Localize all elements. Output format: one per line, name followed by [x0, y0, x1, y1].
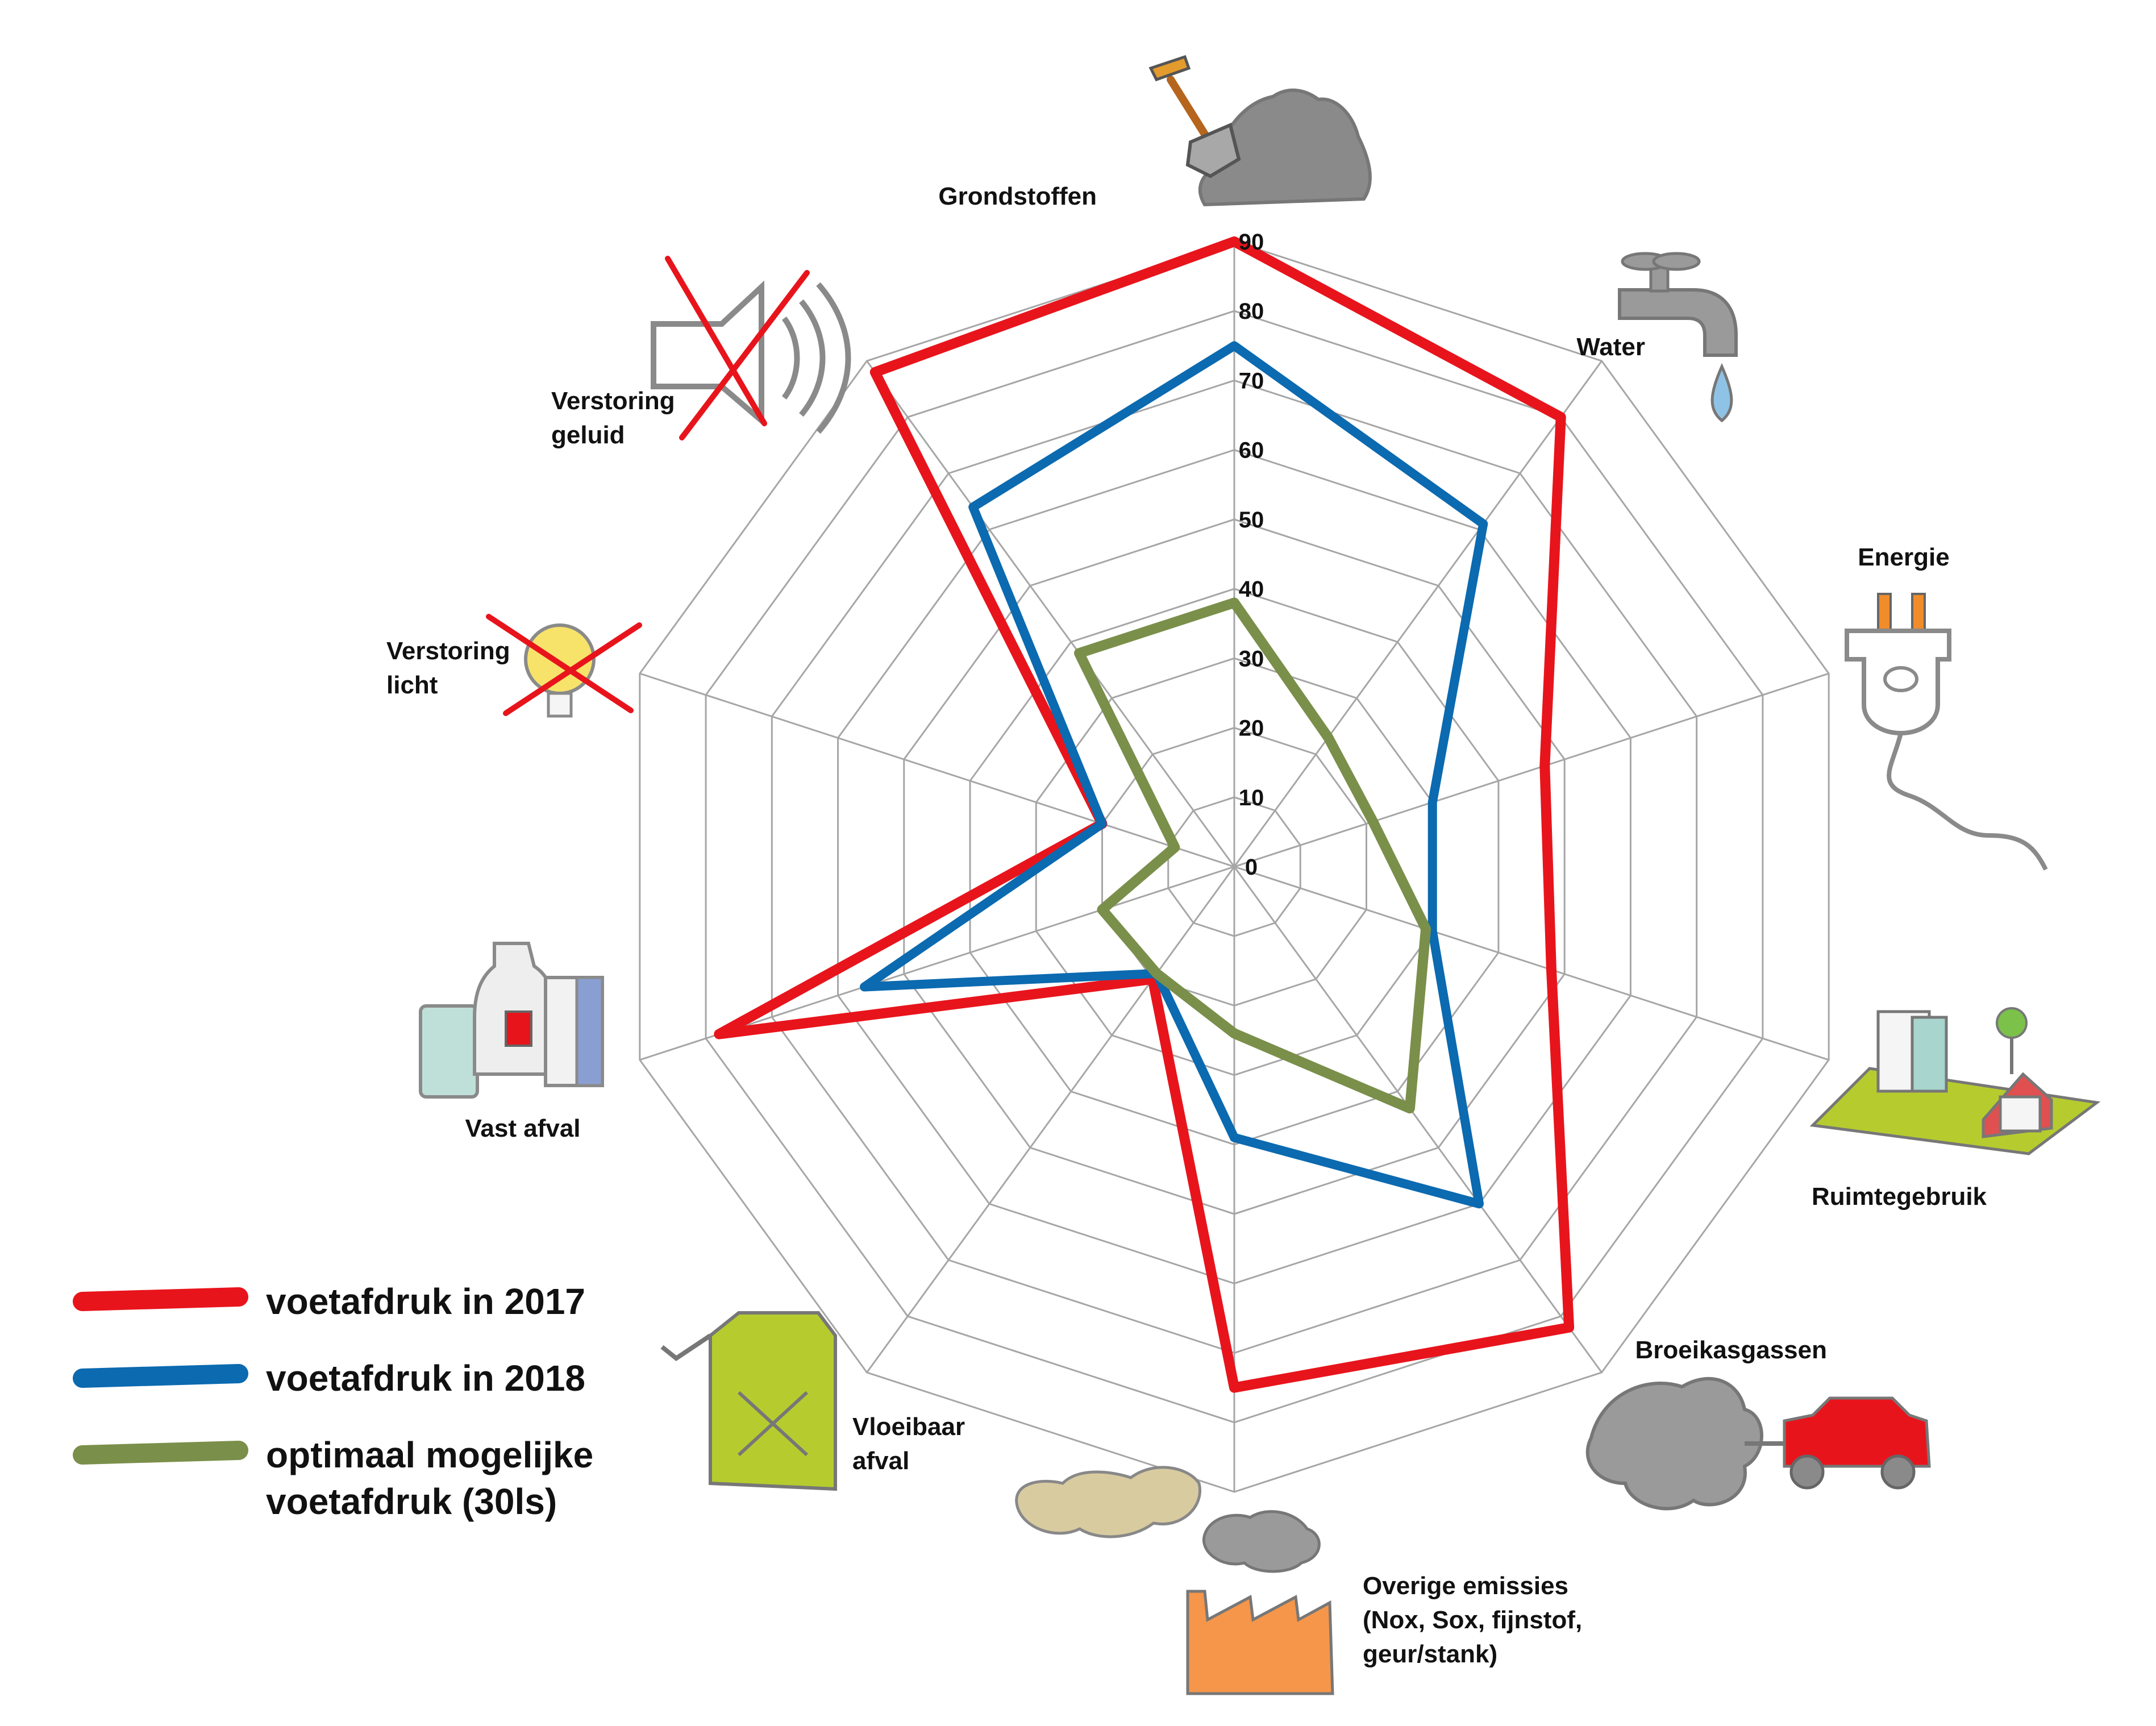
axis-label: Vast afval: [465, 1114, 580, 1142]
axis-label: (Nox, Sox, fijnstof,: [1363, 1606, 1582, 1634]
shovel-ore-pile-icon: [1148, 55, 1372, 207]
grid-spoke: [1233, 866, 1603, 1373]
data-point: [1422, 925, 1430, 933]
axis-label: Energie: [1858, 543, 1949, 571]
axis-label: Verstoring: [386, 637, 510, 665]
tick-label: 10: [1239, 785, 1264, 810]
data-point: [1231, 1384, 1238, 1391]
axis-label: Vloeibaar: [852, 1413, 965, 1441]
crossed-speaker-icon: [651, 256, 851, 440]
grid-spoke: [1233, 360, 1603, 867]
waste-containers-icon: [419, 942, 604, 1099]
legend-swatch: [73, 1287, 248, 1311]
tick-label: 90: [1239, 230, 1264, 255]
tick-label: 30: [1239, 646, 1264, 671]
grid-spoke: [1234, 866, 1829, 1061]
data-point: [1566, 1324, 1573, 1331]
legend-label: optimaal mogelijke: [266, 1434, 593, 1475]
data-point: [1098, 906, 1106, 913]
axis-label: afval: [852, 1447, 909, 1475]
data-point: [1231, 599, 1238, 606]
power-plug-icon: [1845, 593, 2048, 871]
data-point: [1541, 762, 1549, 770]
radar-grid: [639, 240, 1830, 1493]
data-point: [1076, 650, 1083, 657]
data-point: [1476, 1200, 1483, 1208]
legend-label: voetafdruk in 2018: [266, 1358, 585, 1399]
legend-label: voetafdruk in 2017: [266, 1281, 585, 1322]
data-point: [715, 1030, 723, 1038]
factory-smoke-icon: [1015, 1466, 1334, 1695]
data-point: [871, 368, 879, 376]
data-point: [1325, 734, 1332, 741]
data-point: [1547, 966, 1555, 974]
axis-labels: GrondstoffenWaterEnergieRuimtegebruikBro…: [386, 182, 1987, 1668]
radar-series: [714, 236, 1575, 1393]
buildings-land-use-icon: [1809, 1007, 2101, 1155]
tick-label: 60: [1239, 438, 1264, 463]
jerrycan-icon: [660, 1311, 837, 1491]
data-point: [1406, 1105, 1413, 1112]
axis-label: Water: [1576, 333, 1645, 361]
grid-spoke: [866, 866, 1235, 1373]
radial-tick-labels: 0 10 20 30 40 50 60 70 80 90: [1239, 230, 1264, 880]
tick-label: 80: [1239, 299, 1264, 324]
legend-swatch: [73, 1364, 248, 1388]
tick-label: 40: [1239, 577, 1264, 602]
axis-label: geur/stank): [1363, 1640, 1497, 1668]
grid-spoke: [866, 360, 1235, 867]
tick-label: 50: [1239, 508, 1264, 533]
axis-label: Grondstoffen: [938, 182, 1097, 210]
data-point: [1480, 520, 1487, 527]
data-point: [1231, 1030, 1238, 1037]
data-point: [1231, 342, 1238, 350]
data-point: [1171, 844, 1179, 851]
tick-label: 0: [1245, 855, 1258, 880]
car-exhaust-cloud-icon: [1585, 1376, 1931, 1511]
grid-spoke: [1234, 672, 1829, 868]
legend: voetafdruk in 2017 voetafdruk in 2018 opti…: [73, 1281, 593, 1522]
data-point: [1429, 798, 1436, 806]
legend-label: voetafdruk (30ls): [266, 1481, 557, 1522]
crossed-lightbulb-icon: [486, 614, 642, 718]
data-point: [1370, 818, 1377, 825]
data-point: [861, 983, 868, 991]
axis-label: Overige emissies: [1363, 1572, 1568, 1600]
grid-spoke: [639, 672, 1235, 868]
data-point: [969, 504, 977, 511]
data-point: [1153, 970, 1160, 977]
tick-label: 20: [1239, 716, 1264, 741]
data-point: [1557, 413, 1564, 421]
data-point: [1231, 238, 1238, 245]
data-point: [1231, 1134, 1238, 1141]
legend-swatch: [73, 1441, 248, 1465]
axis-label: Ruimtegebruik: [1812, 1183, 1987, 1211]
axis-label: geluid: [551, 421, 625, 449]
water-tap-icon: [1618, 252, 1738, 423]
tick-label: 70: [1239, 368, 1264, 393]
axis-label: licht: [386, 671, 438, 699]
axis-label: Broeikasgassen: [1635, 1336, 1827, 1364]
axis-label: Verstoring: [551, 387, 675, 415]
data-point: [1098, 820, 1106, 827]
